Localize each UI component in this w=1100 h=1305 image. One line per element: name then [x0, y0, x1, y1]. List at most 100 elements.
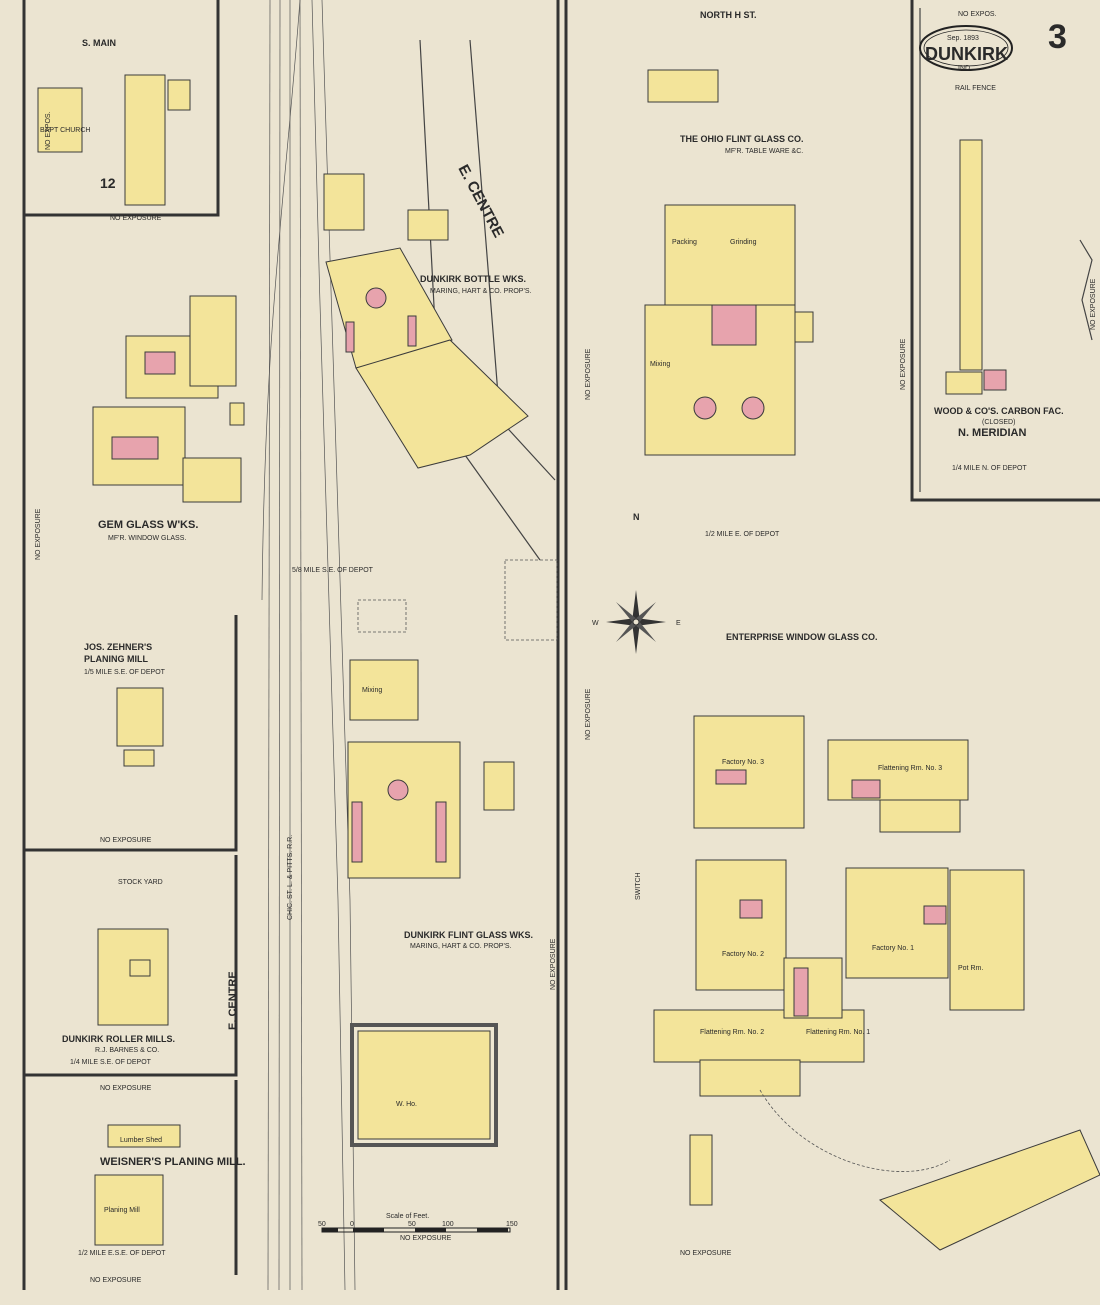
gem-glass-mixing	[182, 457, 242, 503]
carbon-fac-boiler	[983, 369, 1007, 391]
weisner-lumber-shed-label: Lumber Shed	[120, 1137, 162, 1144]
bapt-church-building	[37, 87, 83, 153]
feed-livery-building	[124, 74, 166, 206]
no-exposure-roller: NO EXPOSURE	[100, 1085, 152, 1092]
flint-glass-furnace	[387, 779, 409, 801]
block-boundary-roller	[24, 855, 238, 1077]
dist-e-of-depot: 1/2 MILE E. OF DEPOT	[705, 531, 780, 538]
compass-rose	[606, 590, 666, 654]
dist-zehner: 1/5 MILE S.E. OF DEPOT	[84, 669, 166, 676]
ohio-flint-subtitle: MF'R. TABLE WARE &C.	[725, 148, 803, 155]
enterprise-factory-2	[695, 859, 787, 991]
dist-se-of-depot: 5/8 MILE S.E. OF DEPOT	[292, 567, 374, 574]
no-expos-church: NO EXPOS.	[45, 111, 52, 150]
enterprise-title: ENTERPRISE WINDOW GLASS CO.	[726, 632, 878, 642]
roller-mill-subtitle: R.J. BARNES & CO.	[95, 1047, 159, 1054]
flint-glass-title: DUNKIRK FLINT GLASS WKS.	[404, 930, 533, 940]
pot-room-label: Pot Rm.	[958, 965, 983, 972]
no-exposure-vertical-4: NO EXPOSURE	[1090, 278, 1097, 330]
sheet-number: 3	[1048, 18, 1067, 56]
bottle-works-office	[407, 209, 449, 241]
enterprise-leer	[793, 967, 809, 1017]
enterprise-factory-3	[693, 715, 805, 829]
zehner-title-1: JOS. ZEHNER'S	[84, 642, 152, 652]
dist-n-of-depot: 1/4 MILE N. OF DEPOT	[952, 465, 1027, 472]
box-lumber-yard	[504, 559, 558, 641]
inset-boundary-carbon	[910, 0, 1100, 502]
enterprise-cutting-packing	[879, 799, 961, 833]
map-city: DUNKIRK	[925, 44, 1008, 64]
ohio-flint-furnace-1	[693, 396, 717, 420]
ohio-flint-engine-house	[794, 311, 814, 343]
factory-1-label: Factory No. 1	[872, 945, 914, 952]
carbon-fac-lower	[945, 371, 983, 395]
railroad-label: CHIC. ST. L. & PITTS. R.R.	[287, 835, 294, 920]
flint-glass-mixing	[349, 659, 419, 721]
map-date: Sep. 1893	[947, 35, 979, 42]
flint-warehouse	[357, 1030, 491, 1140]
gem-glass-melting-furnace	[111, 436, 159, 460]
enterprise-flattening-2-1	[653, 1009, 865, 1063]
carbon-fac-subtitle: (CLOSED)	[982, 419, 1015, 426]
bottle-leer-1	[345, 321, 355, 353]
ohio-flint-title: THE OHIO FLINT GLASS CO.	[680, 134, 804, 144]
enterprise-furnace-1	[923, 905, 947, 925]
roller-engine-house	[129, 959, 151, 977]
compass-w-label: W	[592, 620, 599, 627]
carbon-fac-long-building	[959, 139, 983, 371]
gem-glass-title: GEM GLASS W'KS.	[98, 519, 198, 531]
no-exposure-vertical-3: NO EXPOSURE	[900, 338, 907, 390]
zehner-planing-mill-building	[116, 687, 164, 747]
roller-mill-building	[97, 928, 169, 1026]
ohio-flint-packing-grinding	[664, 204, 796, 316]
factory-2-label: Factory No. 2	[722, 951, 764, 958]
enterprise-cutting	[699, 1059, 801, 1097]
bottle-leer-2	[407, 315, 417, 347]
flattening-2-label: Flattening Rm. No. 2	[700, 1029, 764, 1036]
zehner-title-2: PLANING MILL	[84, 654, 148, 664]
no-exposure-bottom-left: NO EXPOSURE	[90, 1277, 142, 1284]
scale-tick-0: 50	[318, 1221, 326, 1228]
stock-yard-label: STOCK YARD	[118, 879, 163, 886]
flattening-1-label: Flattening Rm. No. 1	[806, 1029, 870, 1036]
ohio-flint-packing-label: Packing	[672, 239, 697, 246]
compass-n-label: N	[633, 512, 640, 522]
creek-line	[1079, 239, 1093, 341]
scale-tick-3: 100	[442, 1221, 454, 1228]
scale-tick-1: 0	[350, 1221, 354, 1228]
compass-e-label: E	[676, 620, 681, 627]
bottle-works-mixing	[323, 173, 365, 231]
flint-engine-house	[483, 761, 515, 811]
enterprise-pot-room	[949, 869, 1025, 1011]
switch-label: SWITCH	[635, 872, 642, 900]
enterprise-leer-house	[783, 957, 843, 1019]
no-exposure-vertical-1: NO EXPOSURE	[585, 348, 592, 400]
ohio-flint-furnace-2	[741, 396, 765, 420]
scale-tick-2: 50	[408, 1221, 416, 1228]
flint-mixing-label: Mixing	[362, 687, 382, 694]
no-exposure-vertical-6: NO EXPOSURE	[550, 938, 557, 990]
e-centre-label-bottom: E. CENTRE	[227, 971, 239, 1030]
north-h-street-label: NORTH H ST.	[700, 10, 757, 20]
dist-roller: 1/4 MILE S.E. OF DEPOT	[70, 1059, 152, 1066]
enterprise-lumber-shed	[689, 1134, 713, 1206]
scale-title: Scale of Feet.	[386, 1213, 429, 1220]
roller-mill-title: DUNKIRK ROLLER MILLS.	[62, 1034, 175, 1044]
ohio-flint-leers	[711, 304, 757, 346]
small-dwelling	[167, 79, 191, 111]
title-cartouche	[919, 25, 1013, 71]
gem-glass-subtitle: MF'R. WINDOW GLASS.	[108, 535, 186, 542]
bottle-works-title: DUNKIRK BOTTLE WKS.	[420, 274, 526, 284]
block-number-label: 12	[100, 175, 116, 191]
no-exposure-vertical-5: NO EXPOSURE	[35, 508, 42, 560]
weisner-planing-mill-label: Planing Mill	[104, 1207, 140, 1214]
map-state: IND.	[958, 65, 972, 72]
ohio-flint-warehouse	[647, 69, 719, 103]
enterprise-furnace-3	[715, 769, 747, 785]
s-main-street-label: S. MAIN	[82, 38, 116, 48]
weisner-lumber-shed	[107, 1124, 181, 1148]
zehner-warehouse	[123, 749, 155, 767]
no-exposure-block-12: NO EXPOSURE	[110, 215, 162, 222]
ohio-flint-mixing-label: Mixing	[650, 361, 670, 368]
